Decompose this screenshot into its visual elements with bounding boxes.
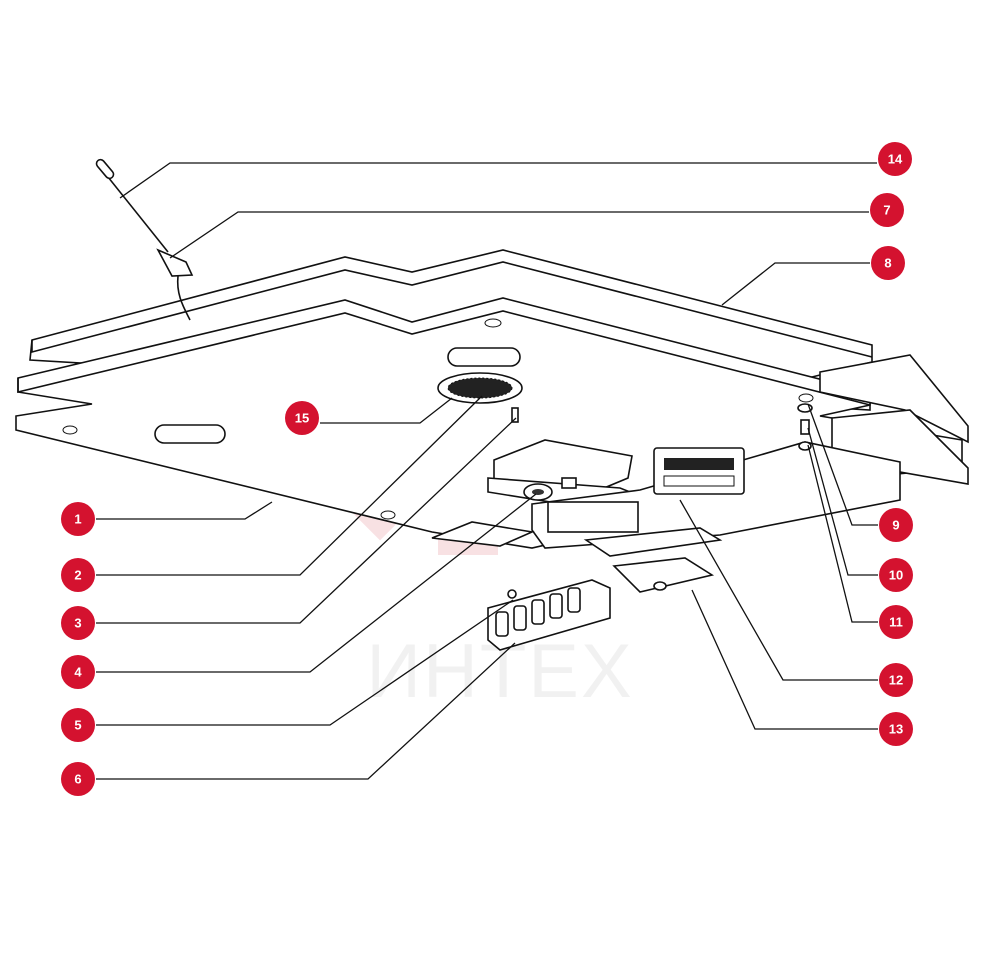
callout-circle [61, 502, 95, 536]
callout-number: 14 [888, 152, 903, 167]
callout-circle [61, 558, 95, 592]
callout-number: 5 [74, 718, 81, 733]
callout-15: 15 [285, 401, 319, 435]
switch-panel-part [487, 579, 611, 651]
callout-number: 8 [884, 256, 891, 271]
callout-9: 9 [879, 508, 913, 542]
callout-circle [870, 193, 904, 227]
leader-line-10 [807, 427, 878, 576]
callout-circle [871, 246, 905, 280]
callout-circle [61, 762, 95, 796]
callout-8: 8 [871, 246, 905, 280]
callout-number: 9 [892, 518, 899, 533]
callout-circle [879, 558, 913, 592]
speaker-grille-part [437, 372, 523, 423]
fastener-parts [797, 403, 813, 451]
antenna-part [95, 158, 194, 321]
leader-line-8 [721, 262, 870, 306]
callout-markers: 14 7 8 15 9 1 10 2 11 3 4 12 5 13 6 [61, 142, 913, 796]
leader-line-1 [96, 501, 273, 520]
leader-line-7 [169, 211, 869, 259]
callout-circle [879, 712, 913, 746]
callout-number: 6 [74, 772, 81, 787]
leader-line-3 [96, 417, 517, 624]
leader-line-9 [807, 403, 878, 526]
leader-line-11 [807, 444, 878, 623]
callout-5: 5 [61, 708, 95, 742]
callout-10: 10 [879, 558, 913, 592]
callout-6: 6 [61, 762, 95, 796]
callout-circle [879, 508, 913, 542]
leader-line-13 [691, 589, 878, 730]
callout-11: 11 [879, 605, 913, 639]
leader-line-12 [679, 499, 878, 681]
callout-12: 12 [879, 663, 913, 697]
console-part [431, 441, 901, 593]
leader-line-2 [96, 395, 483, 576]
callout-circle [879, 663, 913, 697]
leader-line-6 [96, 642, 516, 780]
leader-line-15 [320, 397, 453, 424]
leader-line-14 [119, 162, 877, 199]
callout-number: 4 [74, 665, 82, 680]
callout-number: 12 [889, 673, 903, 688]
leader-line-4 [96, 493, 537, 673]
callout-4: 4 [61, 655, 95, 689]
callout-circle [879, 605, 913, 639]
callout-number: 2 [74, 568, 81, 583]
callout-circle [61, 606, 95, 640]
callout-circle [285, 401, 319, 435]
callout-13: 13 [879, 712, 913, 746]
callout-number: 3 [74, 616, 81, 631]
callout-number: 1 [74, 512, 81, 527]
callout-3: 3 [61, 606, 95, 640]
callout-number: 11 [889, 615, 903, 630]
leader-line-5 [96, 599, 514, 726]
callout-number: 13 [889, 722, 903, 737]
callout-7: 7 [870, 193, 904, 227]
callout-circle [878, 142, 912, 176]
callout-circle [61, 655, 95, 689]
callout-circle [61, 708, 95, 742]
callout-number: 15 [295, 411, 309, 426]
callout-number: 10 [889, 568, 903, 583]
callout-number: 7 [883, 203, 890, 218]
callout-leaders [96, 162, 878, 780]
callout-2: 2 [61, 558, 95, 592]
callout-1: 1 [61, 502, 95, 536]
callout-14: 14 [878, 142, 912, 176]
